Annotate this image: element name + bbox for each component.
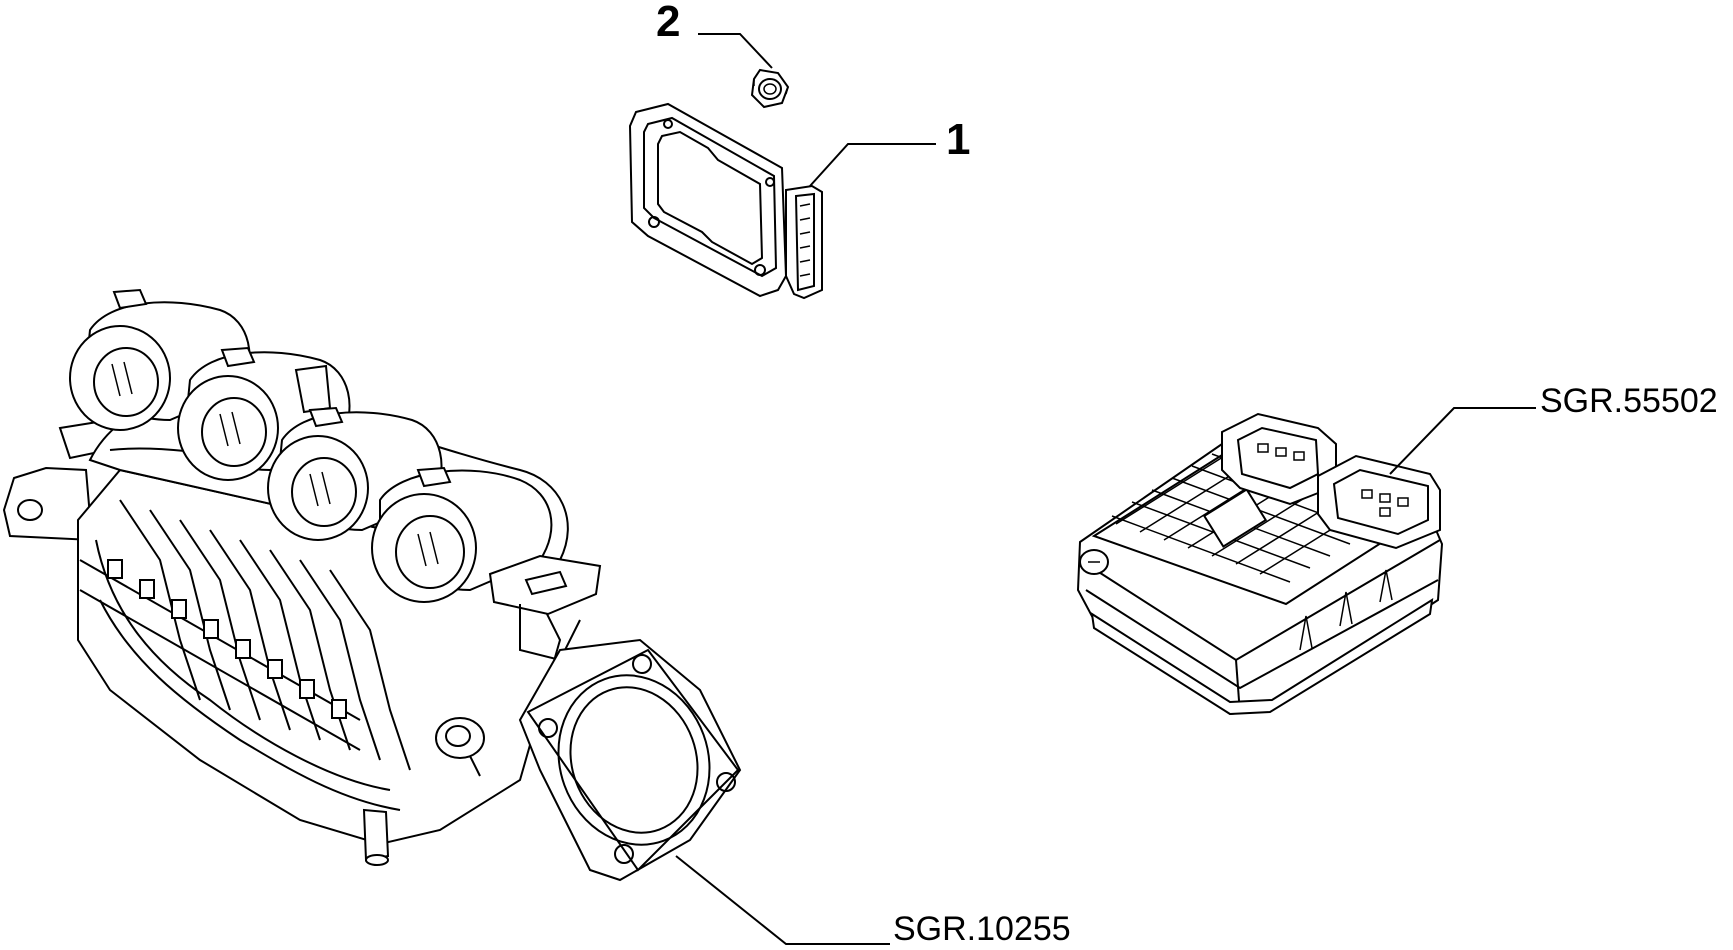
leader-line-sgr-55502 [1389, 407, 1536, 475]
nut-part-2[interactable] [750, 68, 790, 109]
fuse-box-assembly[interactable] [1076, 412, 1444, 716]
leader-line-part-2 [698, 33, 773, 69]
leader-line-part-1 [809, 143, 936, 187]
leader-line-sgr-10255 [675, 855, 890, 945]
throttle-body-flange [518, 638, 742, 882]
intake-manifold-assembly[interactable] [2, 288, 742, 882]
relay-slot-grid [1111, 439, 1395, 583]
reference-label-sgr-10255[interactable]: SGR.10255 [893, 910, 1071, 948]
runner-tube-4 [371, 466, 553, 603]
callout-number-2: 2 [656, 0, 680, 46]
reference-label-sgr-55502[interactable]: SGR.55502 [1540, 382, 1718, 420]
callout-number-1: 1 [946, 115, 970, 164]
ecu-module-part-1[interactable] [628, 102, 823, 300]
manifold-runner-ribs [79, 499, 411, 811]
